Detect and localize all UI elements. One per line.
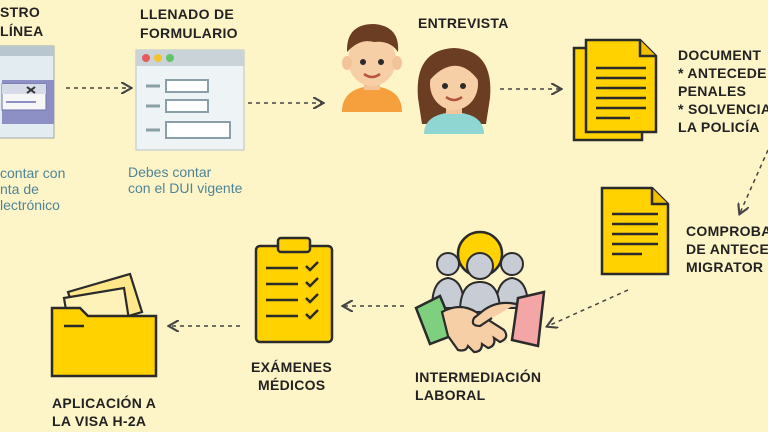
documents-stack-icon	[572, 38, 658, 142]
documentos-line-5: LA POLICÍA	[678, 119, 760, 135]
examenes-title-line-2: MÉDICOS	[258, 377, 326, 393]
registro-note-line-2: nta de	[0, 181, 39, 197]
intermediacion-title-line-2: LABORAL	[415, 387, 486, 403]
boy-avatar-icon	[342, 24, 402, 112]
registro-note-line-3: lectrónico	[0, 197, 60, 213]
documentos-line-3: PENALES	[678, 83, 747, 99]
document-icon	[600, 186, 670, 276]
folder-icon	[50, 272, 158, 378]
aplicacion-title-line-2: LA VISA H-2A	[52, 413, 147, 429]
girl-avatar-icon	[417, 48, 491, 134]
documentos-line-1: DOCUMENT	[678, 47, 762, 63]
examenes-title-line-1: EXÁMENES	[251, 359, 332, 375]
comprobacion-line-1: COMPROBA	[686, 223, 768, 239]
arrow-comprobacion-to-intermediacion	[548, 289, 629, 326]
formulario-title-line-1: LLENADO DE	[140, 6, 234, 22]
form-window-icon	[135, 49, 245, 151]
documentos-line-4: * SOLVENCIA	[678, 101, 768, 117]
intermediacion-title-line-1: INTERMEDIACIÓN	[415, 369, 542, 385]
formulario-title-line-2: FORMULARIO	[140, 25, 238, 41]
browser-window-icon	[0, 45, 55, 139]
documentos-line-2: * ANTECEDE	[678, 65, 767, 81]
registro-note-line-1: contar con	[0, 165, 66, 181]
formulario-note-line-1: Debes contar	[128, 164, 212, 180]
entrevista-title: ENTREVISTA	[418, 15, 509, 31]
comprobacion-line-3: MIGRATOR	[686, 259, 764, 275]
registro-title-line-1: STRO	[0, 4, 41, 20]
aplicacion-title-line-1: APLICACIÓN A	[52, 395, 157, 411]
comprobacion-line-2: DE ANTECE	[686, 241, 768, 257]
clipboard-checklist-icon	[254, 236, 334, 344]
arrow-documentos-to-comprobacion	[740, 149, 768, 213]
handshake-team-icon	[414, 230, 546, 354]
formulario-note-line-2: con el DUI vigente	[128, 180, 243, 196]
registro-title-line-2: LÍNEA	[0, 23, 44, 39]
